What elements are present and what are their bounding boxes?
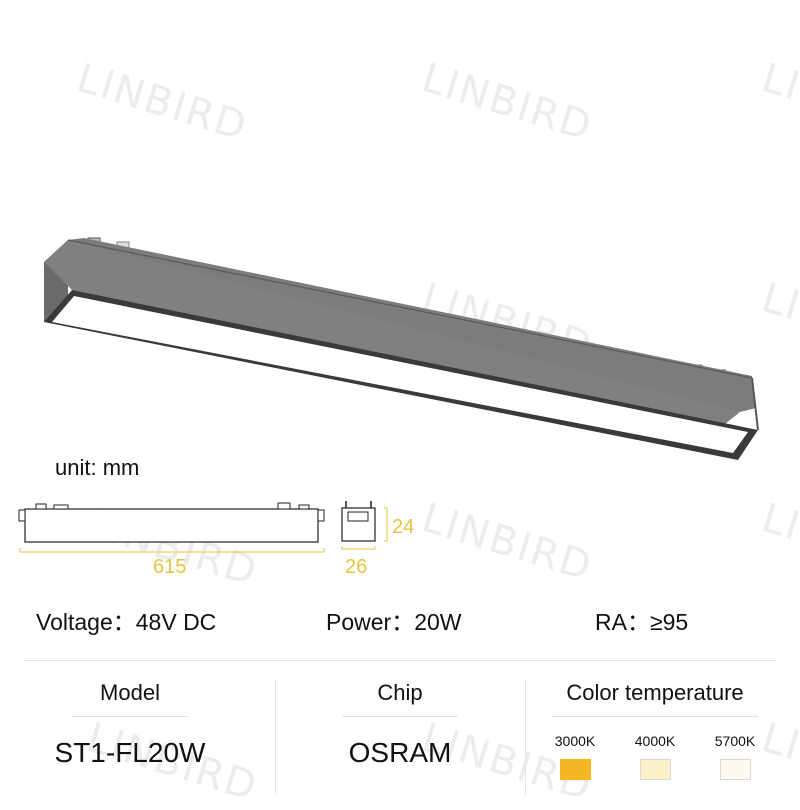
model-underline [72,716,188,717]
dimension-drawing [18,501,388,553]
voltage-value: 48V DC [135,609,217,635]
color-temperature-title: Color temperature [566,680,744,705]
swatch-4000k: 4000K [615,733,695,780]
swatch-label: 5700K [714,733,756,749]
unit-label: unit: mm [55,455,140,480]
model-value: ST1-FL20W [54,737,206,768]
watermark: LINBIRD [756,495,800,591]
dimension-height: 24 [392,516,415,538]
specs-row: Voltage：48V DC Power：20W RA：≥95 [0,603,800,639]
swatch-color [559,759,591,780]
watermark: LINBIRD [416,495,599,591]
swatch-label: 3000K [554,733,596,749]
column-divider [275,680,276,795]
power-label: Power： [326,609,415,635]
dimension-width: 26 [345,556,368,578]
model-column: Model ST1-FL20W [30,676,230,796]
chip-column: Chip OSRAM [300,676,500,796]
spec-ra: RA：≥95 [595,603,688,637]
dimension-length: 615 [153,556,187,578]
ra-label: RA： [595,609,650,635]
column-divider [525,680,526,795]
color-swatches: 3000K 4000K 5700K [535,733,775,780]
power-value: 20W [414,609,462,635]
product-image-linear-light [44,237,759,460]
color-temperature-underline [552,716,758,717]
voltage-label: Voltage： [36,609,136,635]
ra-value: ≥95 [649,609,689,635]
swatch-color [639,759,671,780]
chip-value: OSRAM [348,737,452,768]
color-temperature-column: Color temperature 3000K 4000K 5700K [535,676,775,796]
chip-underline [342,716,458,717]
spec-power: Power：20W [326,603,462,637]
swatch-3000k: 3000K [535,733,615,780]
chip-title: Chip [377,680,423,705]
swatch-color [719,759,751,780]
swatch-5700k: 5700K [695,733,775,780]
swatch-label: 4000K [634,733,676,749]
spec-voltage: Voltage：48V DC [36,603,216,637]
divider [24,660,776,661]
model-title: Model [100,680,160,705]
